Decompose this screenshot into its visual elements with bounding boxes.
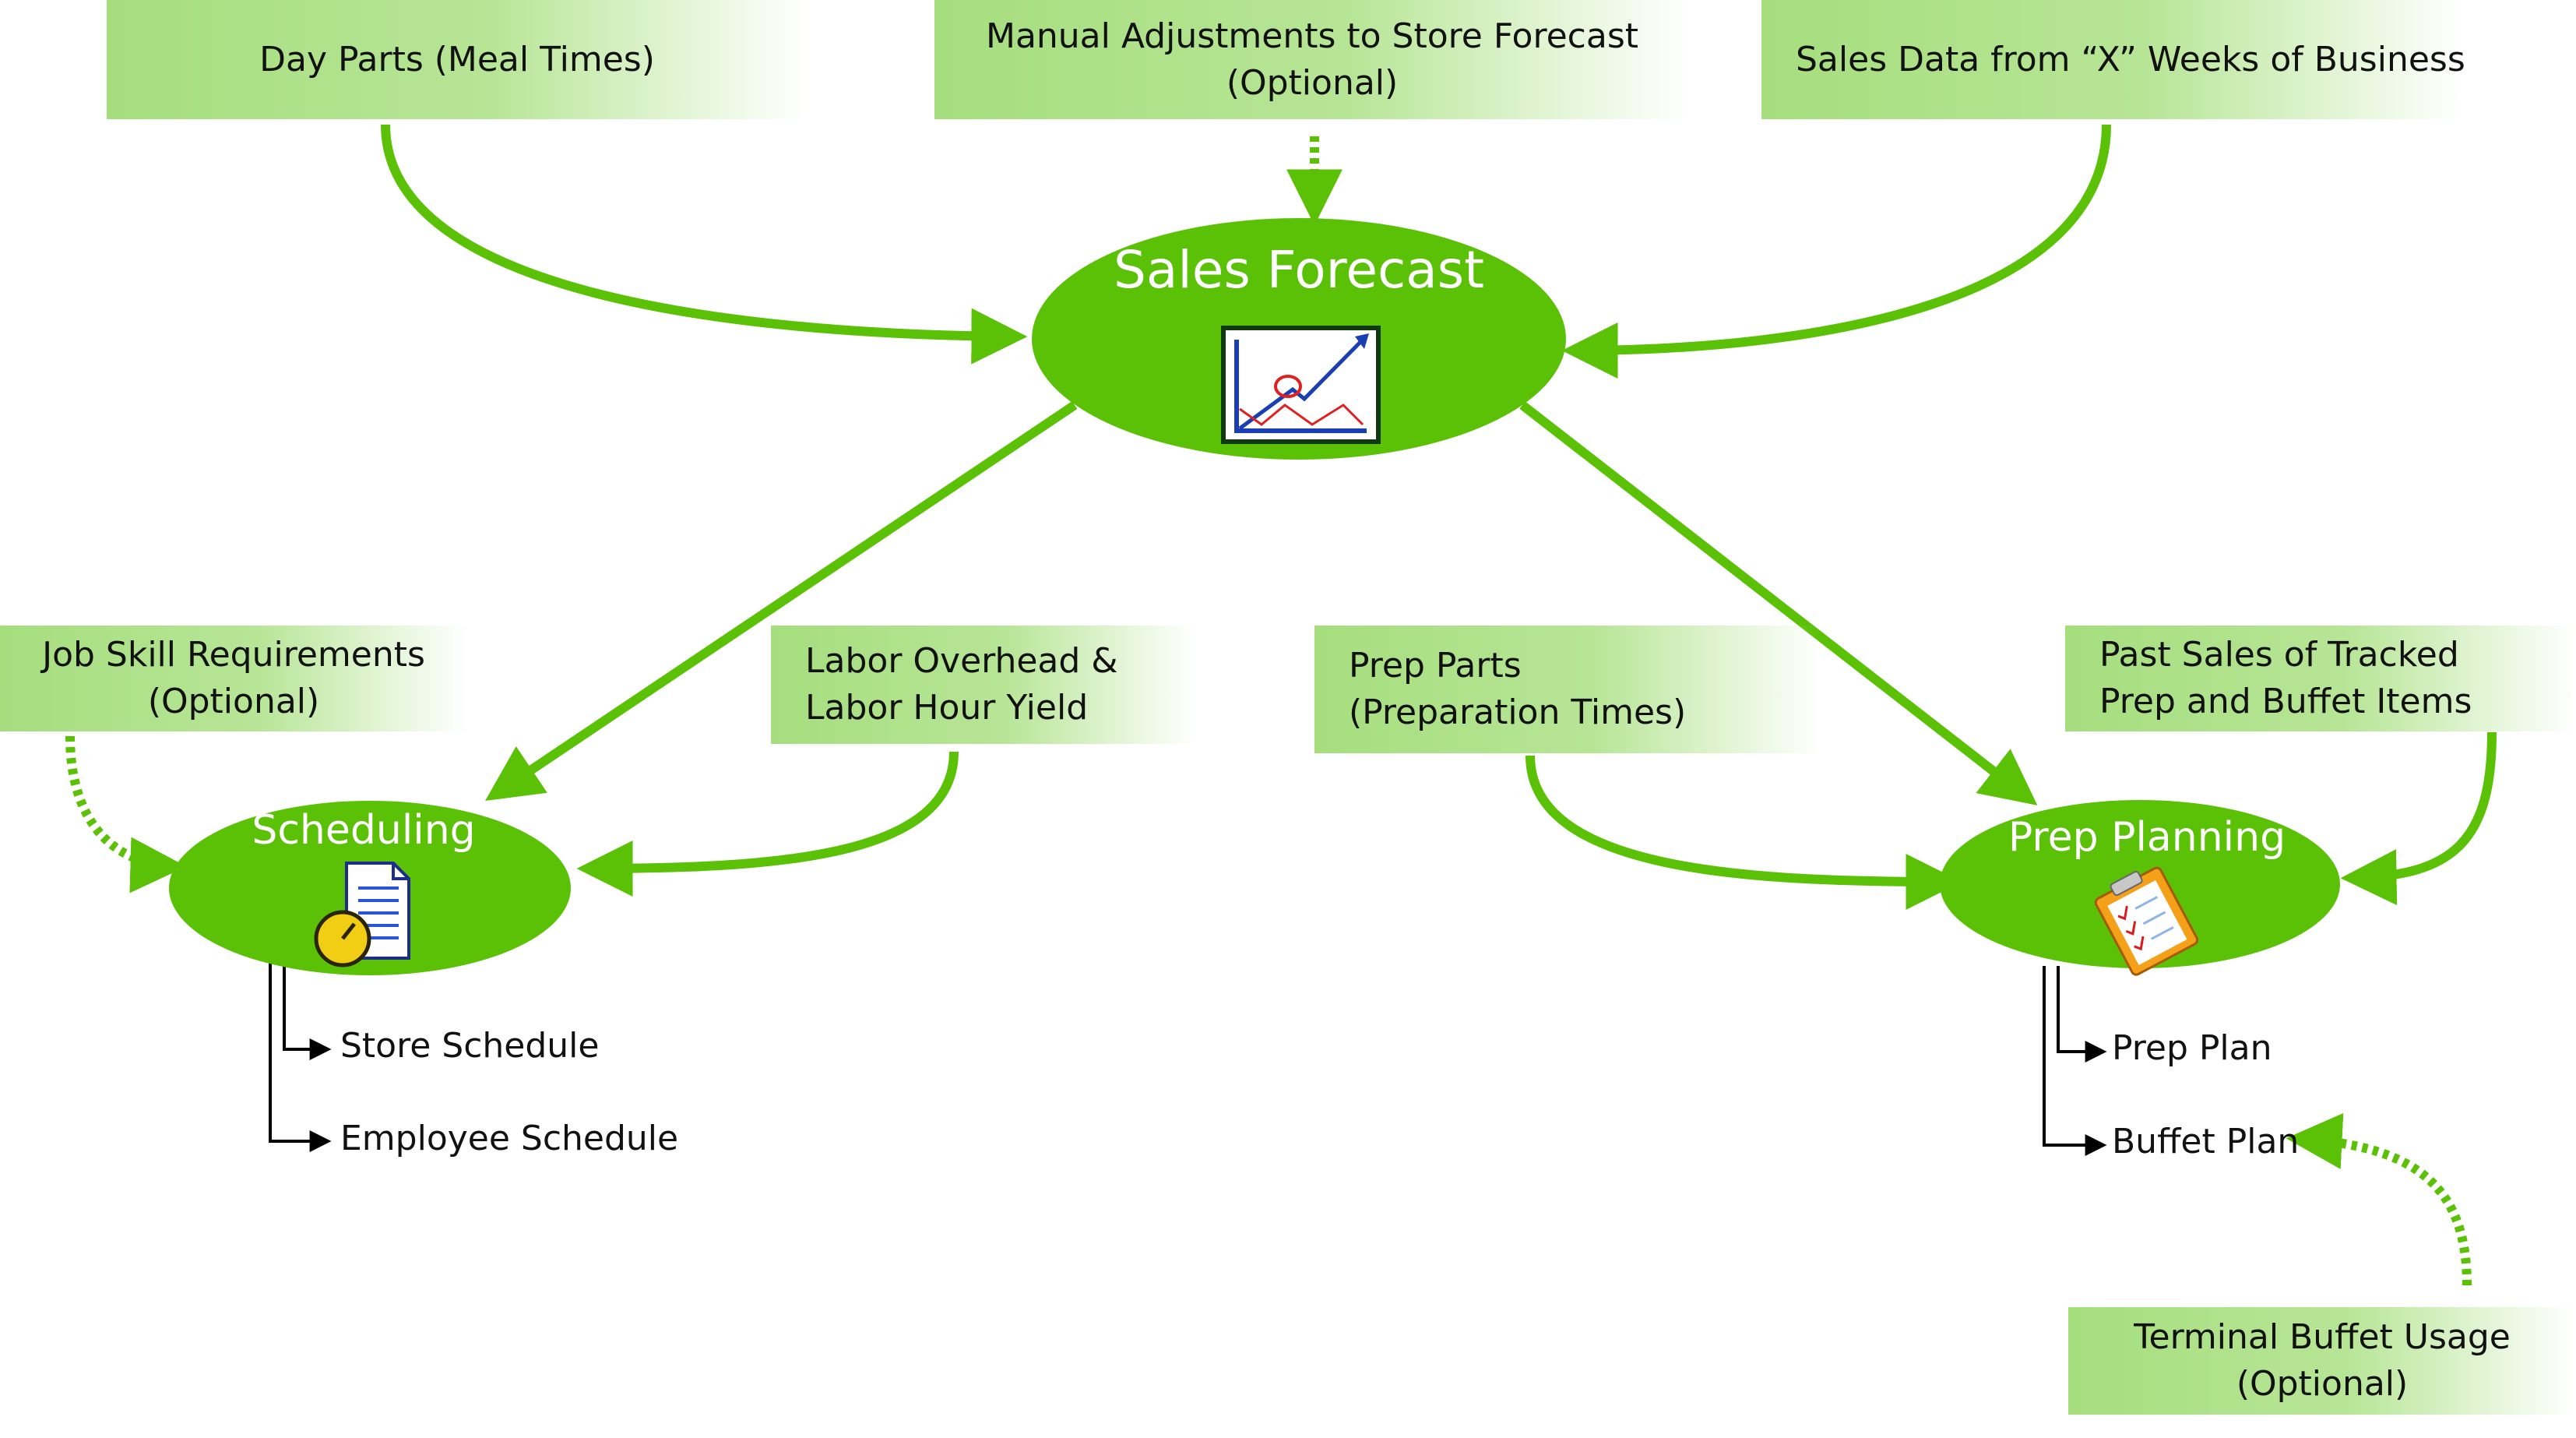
- clipboard-checklist-icon: [2094, 866, 2199, 976]
- output-prep-plan: Prep Plan: [2112, 1028, 2272, 1068]
- input-terminal-buffet-line1: Terminal Buffet Usage: [2134, 1317, 2511, 1357]
- input-day-parts: Day Parts (Meal Times): [107, 0, 808, 119]
- arrow-forecast-to-prep-planning: [1519, 401, 2038, 805]
- connector-employee-schedule: [269, 958, 332, 1152]
- input-job-skill-line2: (Optional): [147, 682, 320, 721]
- arrow-labor-overhead-to-scheduling: [576, 751, 959, 897]
- schedule-clock-icon: [314, 862, 410, 967]
- arrow-job-skill-to-scheduling: [65, 735, 187, 893]
- input-job-skill: Job Skill Requirements (Optional): [0, 626, 467, 731]
- input-sales-data: Sales Data from “X” Weeks of Business: [1761, 0, 2465, 119]
- input-labor-overhead: Labor Overhead & Labor Hour Yield: [771, 626, 1195, 744]
- output-employee-schedule: Employee Schedule: [340, 1119, 679, 1158]
- input-labor-overhead-line2: Labor Hour Yield: [805, 688, 1089, 728]
- input-terminal-buffet: Terminal Buffet Usage (Optional): [2068, 1307, 2576, 1415]
- connector-prep-plan: [2057, 966, 2107, 1063]
- output-store-schedule: Store Schedule: [340, 1026, 600, 1066]
- sales-forecast-title: Sales Forecast: [1114, 240, 1484, 300]
- connector-buffet-plan: [2043, 966, 2107, 1156]
- arrow-forecast-to-scheduling: [485, 401, 1078, 802]
- input-labor-overhead-line1: Labor Overhead &: [805, 641, 1118, 681]
- prep-planning-title: Prep Planning: [2008, 814, 2286, 861]
- input-manual-adjustments: Manual Adjustments to Store Forecast (Op…: [934, 0, 1690, 119]
- input-manual-adjustments-line2: (Optional): [1226, 62, 1399, 103]
- input-job-skill-line1: Job Skill Requirements: [42, 635, 425, 675]
- input-past-sales: Past Sales of Tracked Prep and Buffet It…: [2065, 626, 2576, 731]
- arrow-past-sales-to-prep-planning: [2340, 731, 2497, 906]
- input-terminal-buffet-line2: (Optional): [2236, 1364, 2409, 1404]
- arrow-terminal-buffet-to-buffet-plan: [2286, 1112, 2472, 1286]
- input-past-sales-line1: Past Sales of Tracked: [2099, 635, 2459, 675]
- input-past-sales-line2: Prep and Buffet Items: [2099, 682, 2472, 721]
- output-buffet-plan: Buffet Plan: [2112, 1122, 2300, 1161]
- connector-store-schedule: [283, 958, 332, 1060]
- arrow-prep-parts-to-prep-planning: [1526, 755, 1962, 910]
- arrow-sales-data-to-forecast: [1561, 124, 2111, 379]
- trend-chart-icon: [1221, 326, 1381, 444]
- input-prep-parts-line1: Prep Parts: [1349, 646, 1522, 686]
- arrow-day-parts-to-forecast: [381, 124, 1028, 365]
- input-manual-adjustments-line1: Manual Adjustments to Store Forecast: [985, 16, 1639, 56]
- input-prep-parts: Prep Parts (Preparation Times): [1314, 626, 1821, 753]
- input-prep-parts-line2: (Preparation Times): [1349, 693, 1687, 732]
- scheduling-title: Scheduling: [252, 807, 476, 854]
- input-sales-data-line1: Sales Data from “X” Weeks of Business: [1796, 39, 2465, 79]
- input-day-parts-line1: Day Parts (Meal Times): [259, 39, 655, 79]
